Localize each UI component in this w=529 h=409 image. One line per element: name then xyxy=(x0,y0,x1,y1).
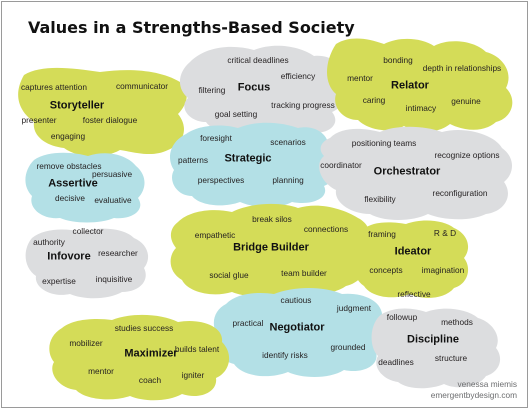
assertive-word: remove obstacles xyxy=(36,160,102,171)
discipline-word: structure xyxy=(434,352,468,363)
relator-word: caring xyxy=(362,94,386,105)
ideator-word: concepts xyxy=(369,264,403,275)
orchestrator-word: positioning teams xyxy=(351,137,417,148)
strategic-heading: Strategic xyxy=(224,152,272,165)
orchestrator-blob xyxy=(319,126,512,220)
assertive-word: evaluative xyxy=(94,194,132,205)
ideator-blob xyxy=(353,220,469,298)
credit-author: venessa miemis xyxy=(457,379,517,390)
infovore-word: expertise xyxy=(42,275,76,286)
storyteller-word: foster dialogue xyxy=(82,114,138,125)
bridge-builder-word: empathetic xyxy=(194,229,236,240)
strategic-word: perspectives xyxy=(197,174,245,185)
negotiator-word: identify risks xyxy=(262,349,308,360)
ideator-word: reflective xyxy=(397,288,431,299)
strategic-blob xyxy=(170,122,338,208)
infovore-blob xyxy=(25,228,149,299)
ideator-word: framing xyxy=(368,228,396,239)
relator-word: depth in relationships xyxy=(422,62,502,73)
maximizer-word: igniter xyxy=(181,369,205,380)
discipline-heading: Discipline xyxy=(407,333,459,346)
negotiator-heading: Negotiator xyxy=(269,321,325,334)
storyteller-word: presenter xyxy=(21,114,57,125)
bridge-builder-word: connections xyxy=(303,223,349,234)
ideator-word: imagination xyxy=(421,264,465,275)
bridge-builder-word: social glue xyxy=(209,269,249,280)
focus-word: filtering xyxy=(198,84,226,95)
focus-word: goal setting xyxy=(214,108,258,119)
focus-word: efficiency xyxy=(280,70,316,81)
assertive-heading: Assertive xyxy=(48,177,98,190)
discipline-word: methods xyxy=(441,316,473,327)
relator-word: intimacy xyxy=(405,102,437,113)
negotiator-word: practical xyxy=(232,317,264,328)
focus-heading: Focus xyxy=(237,81,271,94)
ideator-word: R & D xyxy=(433,227,457,238)
negotiator-word: judgment xyxy=(336,302,372,313)
maximizer-word: mobilizer xyxy=(69,337,103,348)
assertive-word: decisive xyxy=(55,192,85,203)
maximizer-word: builds talent xyxy=(174,343,220,354)
negotiator-word: grounded xyxy=(330,341,366,352)
storyteller-heading: Storyteller xyxy=(49,99,105,112)
orchestrator-word: recognize options xyxy=(434,149,500,160)
negotiator-blob xyxy=(213,288,390,377)
relator-blob xyxy=(327,38,513,132)
relator-heading: Relator xyxy=(391,79,429,92)
discipline-blob xyxy=(371,308,501,389)
discipline-word: deadlines xyxy=(378,356,414,367)
orchestrator-heading: Orchestrator xyxy=(373,165,441,178)
bridge-builder-word: team builder xyxy=(281,267,327,278)
maximizer-word: coach xyxy=(138,374,162,385)
maximizer-blob xyxy=(49,314,230,401)
orchestrator-word: flexibility xyxy=(364,193,396,204)
strategic-word: planning xyxy=(272,174,304,185)
author-credit: venessa miemis emergentbydesign.com xyxy=(431,379,517,401)
infovore-word: collector xyxy=(72,225,104,236)
orchestrator-word: reconfiguration xyxy=(432,187,488,198)
focus-blob xyxy=(179,45,346,137)
infovore-word: inquisitive xyxy=(95,273,133,284)
strategic-word: scenarios xyxy=(270,136,306,147)
storyteller-word: engaging xyxy=(50,130,86,141)
infovore-heading: Infovore xyxy=(47,250,91,263)
relator-word: genuine xyxy=(451,95,481,106)
assertive-blob xyxy=(25,152,145,223)
relator-word: bonding xyxy=(383,54,413,65)
relator-word: mentor xyxy=(347,72,373,83)
focus-word: tracking progress xyxy=(271,99,335,110)
diagram-title: Values in a Strengths-Based Society xyxy=(28,18,355,37)
strategic-word: foresight xyxy=(200,132,232,143)
strategic-word: patterns xyxy=(178,154,208,165)
bridge-builder-word: break silos xyxy=(252,213,292,224)
infovore-word: researcher xyxy=(98,247,138,258)
bridge-builder-heading: Bridge Builder xyxy=(233,241,309,254)
orchestrator-word: coordinator xyxy=(320,159,362,170)
discipline-word: followup xyxy=(386,311,418,322)
assertive-word: persuasive xyxy=(91,168,133,179)
storyteller-blob xyxy=(18,67,187,157)
storyteller-word: captures attention xyxy=(21,81,87,92)
negotiator-word: cautious xyxy=(280,294,312,305)
credit-website: emergentbydesign.com xyxy=(430,390,517,401)
infovore-word: authority xyxy=(33,236,65,247)
storyteller-word: communicator xyxy=(115,80,169,91)
maximizer-word: studies success xyxy=(114,322,174,333)
focus-word: critical deadlines xyxy=(227,54,289,65)
maximizer-heading: Maximizer xyxy=(124,347,178,360)
maximizer-word: mentor xyxy=(88,365,114,376)
bridge-builder-blob xyxy=(170,203,370,297)
ideator-heading: Ideator xyxy=(394,245,432,258)
